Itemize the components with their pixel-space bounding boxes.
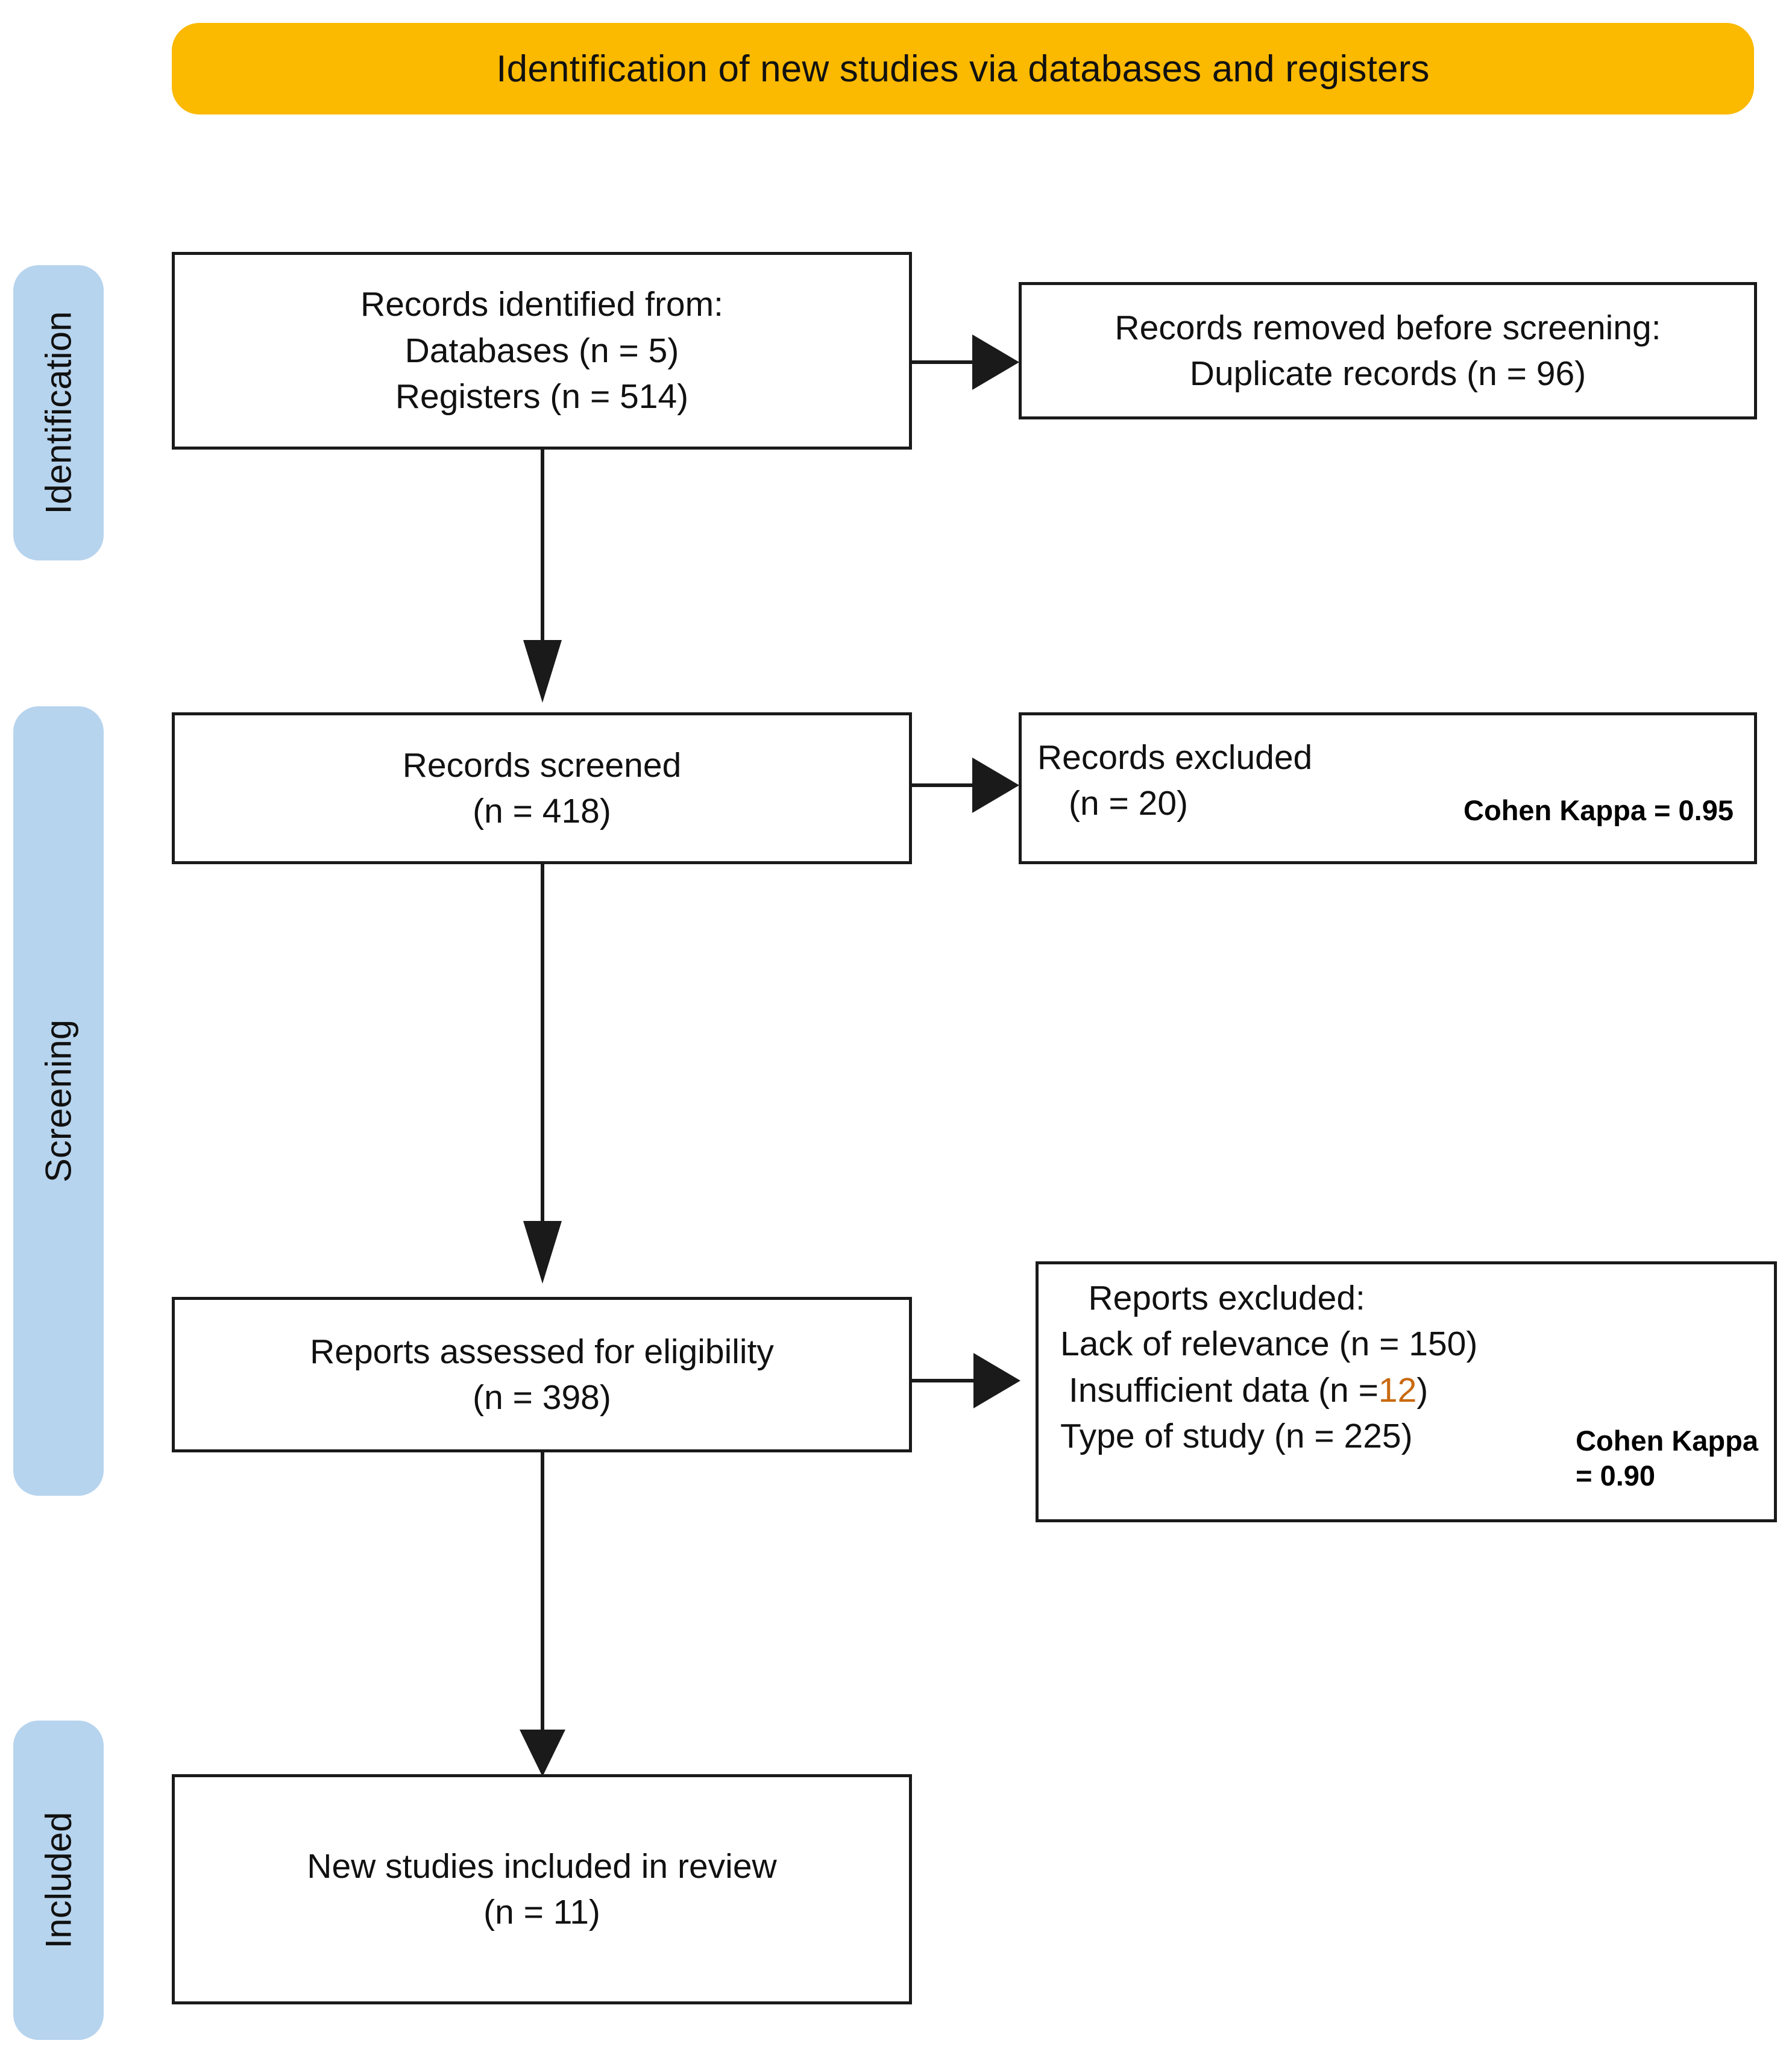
reports-excluded-text-block: Reports excluded: Lack of relevance (n =… [1060, 1275, 1477, 1460]
connector-screened-to-excluded-line [912, 783, 978, 787]
box-records-identified: Records identified from: Databases (n = … [172, 252, 912, 450]
reports-excluded-reason-2-prefix: Insufficient data (n = [1069, 1370, 1379, 1410]
reports-excluded-cohen-kappa: Cohen Kappa = 0.90 [1576, 1423, 1758, 1493]
connector-identified-to-removed-line [912, 360, 978, 364]
connector-assessed-to-reports-excluded-line [912, 1379, 979, 1382]
reports-excluded-reason-1: Lack of relevance (n = 150) [1060, 1325, 1478, 1364]
records-identified-line-3: Registers (n = 514) [395, 377, 689, 416]
reports-excluded-reason-2: Insufficient data (n = 12 ) [1060, 1367, 1477, 1413]
connector-assessed-to-reports-excluded-arrow-icon [973, 1353, 1020, 1408]
box-records-excluded: Records excluded (n = 20) Cohen Kappa = … [1019, 712, 1757, 864]
diagram-title: Identification of new studies via databa… [496, 48, 1430, 90]
connector-identified-to-screened-line [541, 450, 544, 665]
box-new-studies-included: New studies included in review (n = 11) [172, 1774, 912, 2004]
new-studies-included-line-2: (n = 11) [483, 1893, 600, 1931]
connector-identified-to-screened-arrow-icon [523, 640, 562, 703]
stage-label-identification: Identification [38, 311, 79, 515]
reports-excluded-cohen-kappa-line-1: Cohen Kappa [1576, 1425, 1758, 1457]
records-excluded-line-2: (n = 20) [1069, 784, 1189, 823]
box-records-screened: Records screened (n = 418) [172, 712, 912, 864]
stage-pill-included: Included [13, 1721, 104, 2040]
records-screened-line-1: Records screened [402, 745, 682, 785]
records-screened-line-2: (n = 418) [473, 792, 611, 830]
records-identified-line-1: Records identified from: [360, 285, 723, 324]
records-removed-line-1: Records removed before screening: [1114, 308, 1661, 347]
reports-excluded-reason-2-suffix: ) [1416, 1370, 1429, 1410]
reports-excluded-heading: Reports excluded: [1088, 1279, 1365, 1317]
records-excluded-line-1: Records excluded [1037, 738, 1313, 777]
connector-assessed-to-included-arrow-icon [520, 1730, 565, 1777]
connector-screened-to-excluded-arrow-icon [972, 758, 1019, 813]
new-studies-included-line-1: New studies included in review [307, 1846, 777, 1886]
connector-assessed-to-included-line [541, 1452, 544, 1736]
reports-assessed-line-2: (n = 398) [473, 1378, 611, 1417]
box-records-removed: Records removed before screening: Duplic… [1019, 282, 1757, 419]
records-identified-line-2: Databases (n = 5) [404, 331, 679, 370]
reports-excluded-cohen-kappa-line-2: = 0.90 [1576, 1459, 1656, 1492]
box-reports-assessed: Reports assessed for eligibility (n = 39… [172, 1297, 912, 1452]
connector-screened-to-assessed-line [541, 864, 544, 1226]
stage-label-included: Included [38, 1812, 79, 1949]
stage-label-screening: Screening [38, 1019, 79, 1183]
diagram-header-banner: Identification of new studies via databa… [172, 23, 1754, 115]
stage-pill-identification: Identification [13, 265, 104, 560]
records-removed-line-2: Duplicate records (n = 96) [1189, 354, 1586, 393]
reports-excluded-reason-3: Type of study (n = 225) [1060, 1417, 1413, 1456]
reports-excluded-reason-2-value: 12 [1378, 1370, 1417, 1410]
stage-pill-screening: Screening [13, 706, 104, 1496]
box-reports-excluded: Reports excluded: Lack of relevance (n =… [1036, 1261, 1777, 1522]
records-excluded-cohen-kappa: Cohen Kappa = 0.95 [1463, 794, 1734, 826]
connector-screened-to-assessed-arrow-icon [523, 1221, 562, 1284]
records-excluded-text-block: Records excluded (n = 20) [1037, 735, 1312, 827]
reports-assessed-line-1: Reports assessed for eligibility [310, 1332, 774, 1371]
connector-identified-to-removed-arrow-icon [972, 334, 1019, 390]
